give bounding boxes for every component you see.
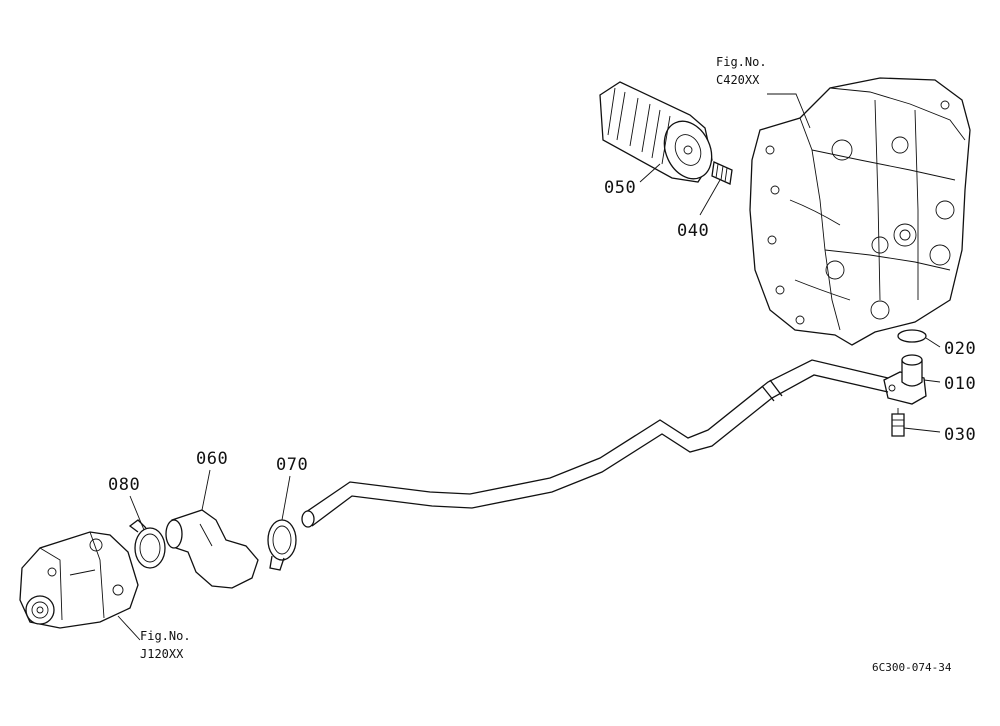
- drawing-code: 6C300-074-34: [872, 661, 952, 674]
- transmission-fig-ref-label: Fig.No.: [716, 55, 767, 69]
- transmission-housing: [749, 77, 971, 346]
- o-ring-020: [897, 329, 927, 343]
- hose-clamp-070: [267, 519, 297, 571]
- callout-030: 030: [944, 425, 976, 445]
- callout-010: 010: [944, 374, 976, 394]
- pump-fig-ref-label: Fig.No.: [140, 629, 191, 643]
- callout-020: 020: [944, 339, 976, 359]
- oil-filter-050: [599, 81, 713, 183]
- leader-lines: [117, 93, 941, 641]
- callout-070: 070: [276, 455, 308, 475]
- bolt-030: [891, 408, 905, 437]
- transmission-fig-ref-number: C420XX: [716, 73, 760, 87]
- rubber-hose-060: [165, 509, 259, 589]
- callout-080: 080: [108, 475, 140, 495]
- hose-clamp-080: [128, 519, 166, 569]
- flange-adapter-010: [883, 354, 927, 405]
- hydraulic-pump: [19, 531, 139, 629]
- pump-fig-ref-number: J120XX: [140, 647, 184, 661]
- callout-060: 060: [196, 449, 228, 469]
- callout-040: 040: [677, 221, 709, 241]
- callout-050: 050: [604, 178, 636, 198]
- suction-pipe: [301, 359, 889, 528]
- nipple-fitting-040: [711, 161, 733, 185]
